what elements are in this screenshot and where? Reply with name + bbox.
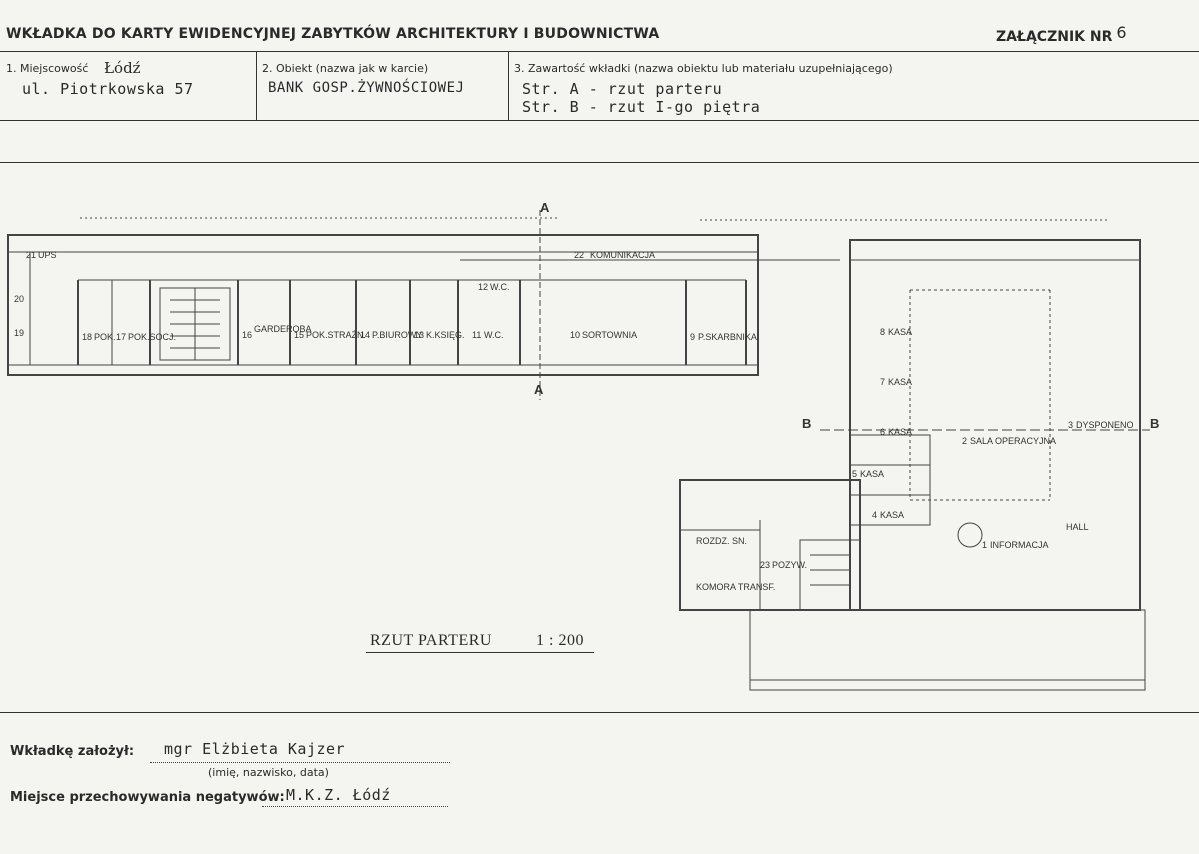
- plan-top-rule: [0, 162, 1199, 163]
- storage-label: Miejsce przechowywania negatywów:: [10, 790, 285, 805]
- svg-text:KASA: KASA: [888, 327, 912, 337]
- svg-text:HALL: HALL: [1066, 522, 1089, 532]
- svg-text:5: 5: [852, 469, 857, 479]
- plan-scale: 1 : 200: [536, 632, 584, 649]
- svg-text:17: 17: [116, 332, 126, 342]
- svg-text:ROZDZ. SN.: ROZDZ. SN.: [696, 536, 747, 546]
- field-divider-2: [508, 52, 509, 120]
- svg-text:20: 20: [14, 294, 24, 304]
- founder-label: Wkładkę założył:: [10, 744, 135, 759]
- svg-text:SORTOWNIA: SORTOWNIA: [582, 330, 637, 340]
- field-divider-1: [256, 52, 257, 120]
- svg-text:19: 19: [14, 328, 24, 338]
- svg-text:15: 15: [294, 330, 304, 340]
- fields-rule: [0, 120, 1199, 121]
- header-rule: [0, 51, 1199, 52]
- svg-text:23: 23: [760, 560, 770, 570]
- document-title: WKŁADKA DO KARTY EWIDENCYJNEJ ZABYTKÓW A…: [6, 26, 660, 42]
- svg-text:UPS: UPS: [38, 250, 57, 260]
- svg-text:A: A: [540, 200, 550, 215]
- footer-rule: [0, 712, 1199, 713]
- svg-text:11: 11: [472, 330, 481, 340]
- svg-text:P.BIUROWY: P.BIUROWY: [372, 330, 422, 340]
- svg-text:SALA OPERACYJNA: SALA OPERACYJNA: [970, 436, 1056, 446]
- founder-line: [150, 762, 450, 763]
- svg-text:KASA: KASA: [880, 510, 904, 520]
- svg-text:K.KSIĘG.: K.KSIĘG.: [426, 330, 465, 340]
- founder-hint: (imię, nazwisko, data): [208, 766, 329, 779]
- annex-number: 6: [1116, 23, 1127, 42]
- svg-text:KOMORA TRANSF.: KOMORA TRANSF.: [696, 582, 775, 592]
- storage-line: [262, 806, 448, 807]
- object-label: 2. Obiekt (nazwa jak w karcie): [262, 62, 429, 75]
- svg-text:21: 21: [26, 250, 36, 260]
- object-value: BANK GOSP.ŻYWNOŚCIOWEJ: [268, 80, 465, 96]
- svg-text:4: 4: [872, 510, 877, 520]
- svg-text:16: 16: [242, 330, 252, 340]
- svg-text:INFORMACJA: INFORMACJA: [990, 540, 1049, 550]
- founder-value: mgr Elżbieta Kajzer: [164, 740, 346, 758]
- locality-street: ul. Piotrkowska 57: [22, 80, 194, 98]
- svg-text:8: 8: [880, 327, 885, 337]
- svg-text:KASA: KASA: [888, 377, 912, 387]
- svg-text:B: B: [802, 416, 811, 431]
- storage-value: M.K.Z. Łódź: [286, 786, 391, 804]
- svg-text:P.SKARBNIKA: P.SKARBNIKA: [698, 332, 757, 342]
- svg-text:W.C.: W.C.: [484, 330, 504, 340]
- locality-label: 1. Miejscowość: [6, 62, 89, 75]
- svg-text:1: 1: [982, 540, 987, 550]
- svg-text:POK.SOCJ.: POK.SOCJ.: [128, 332, 176, 342]
- svg-text:KASA: KASA: [888, 427, 912, 437]
- svg-text:A: A: [534, 382, 544, 397]
- svg-text:GARDEROBA: GARDEROBA: [254, 324, 312, 334]
- contents-line-2: Str. B - rzut I-go piętra: [522, 98, 761, 116]
- contents-label: 3. Zawartość wkładki (nazwa obiektu lub …: [514, 62, 893, 75]
- svg-text:DYSPONENO: DYSPONENO: [1076, 420, 1134, 430]
- svg-text:POZYW.: POZYW.: [772, 560, 807, 570]
- svg-text:POK.: POK.: [94, 332, 116, 342]
- locality-city: Łódź: [104, 59, 141, 77]
- svg-text:10: 10: [570, 330, 580, 340]
- svg-text:7: 7: [880, 377, 885, 387]
- svg-text:2: 2: [962, 436, 967, 446]
- svg-text:12: 12: [478, 282, 488, 292]
- contents-line-1: Str. A - rzut parteru: [522, 80, 723, 98]
- svg-text:POK.STRAŻN.: POK.STRAŻN.: [306, 330, 366, 340]
- annex-label-text: ZAŁĄCZNIK NR: [996, 29, 1113, 45]
- svg-text:14: 14: [360, 330, 370, 340]
- svg-text:B: B: [1150, 416, 1159, 431]
- svg-text:KOMUNIKACJA: KOMUNIKACJA: [590, 250, 655, 260]
- svg-text:KASA: KASA: [860, 469, 884, 479]
- svg-text:18: 18: [82, 332, 92, 342]
- svg-text:3: 3: [1068, 420, 1073, 430]
- svg-text:9: 9: [690, 332, 695, 342]
- plan-caption: RZUT PARTERU: [370, 632, 492, 649]
- caption-underline: [366, 652, 594, 653]
- svg-text:13: 13: [414, 330, 424, 340]
- svg-text:W.C.: W.C.: [490, 282, 510, 292]
- svg-text:22: 22: [574, 250, 584, 260]
- svg-text:6: 6: [880, 427, 885, 437]
